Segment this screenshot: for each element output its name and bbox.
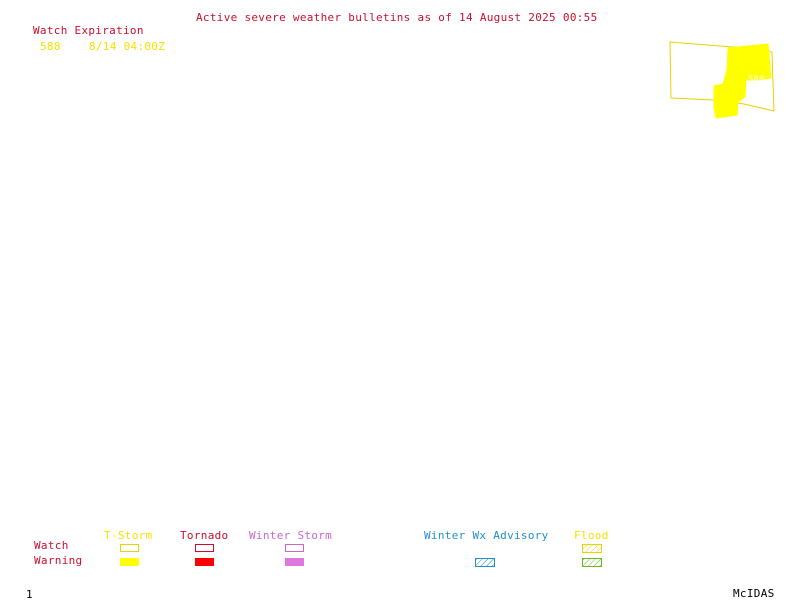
- legend-watch-row-label: Watch: [34, 539, 69, 552]
- legend-flood-label: Flood: [574, 529, 609, 542]
- legend-tornado-watch-swatch: [195, 544, 214, 552]
- legend-tornado-label: Tornado: [180, 529, 229, 542]
- legend-tstorm-warning-swatch: [120, 558, 139, 566]
- legend-winter-wx-advisory-label: Winter Wx Advisory: [424, 529, 549, 542]
- watch-expiration-heading: Watch Expiration: [33, 24, 144, 37]
- legend-winter-storm-watch-swatch: [285, 544, 304, 552]
- legend-warning-row-label: Warning: [34, 554, 83, 567]
- frame-number: 1: [26, 588, 33, 601]
- watch-588-map-label: 588: [748, 75, 764, 85]
- watch-id: 588: [40, 40, 61, 53]
- bulletin-title: Active severe weather bulletins as of 14…: [196, 11, 598, 24]
- legend-winter-storm-label: Winter Storm: [249, 529, 333, 542]
- legend-tornado-warning-swatch: [195, 558, 214, 566]
- software-label: McIDAS: [733, 587, 775, 600]
- legend-tstorm-label: T-Storm: [104, 529, 153, 542]
- legend-winter-storm-warning-swatch: [285, 558, 304, 566]
- watch-588-area: [713, 43, 772, 119]
- watch-expiration-time: 8/14 04:00Z: [89, 40, 166, 53]
- legend-tstorm-watch-swatch: [120, 544, 139, 552]
